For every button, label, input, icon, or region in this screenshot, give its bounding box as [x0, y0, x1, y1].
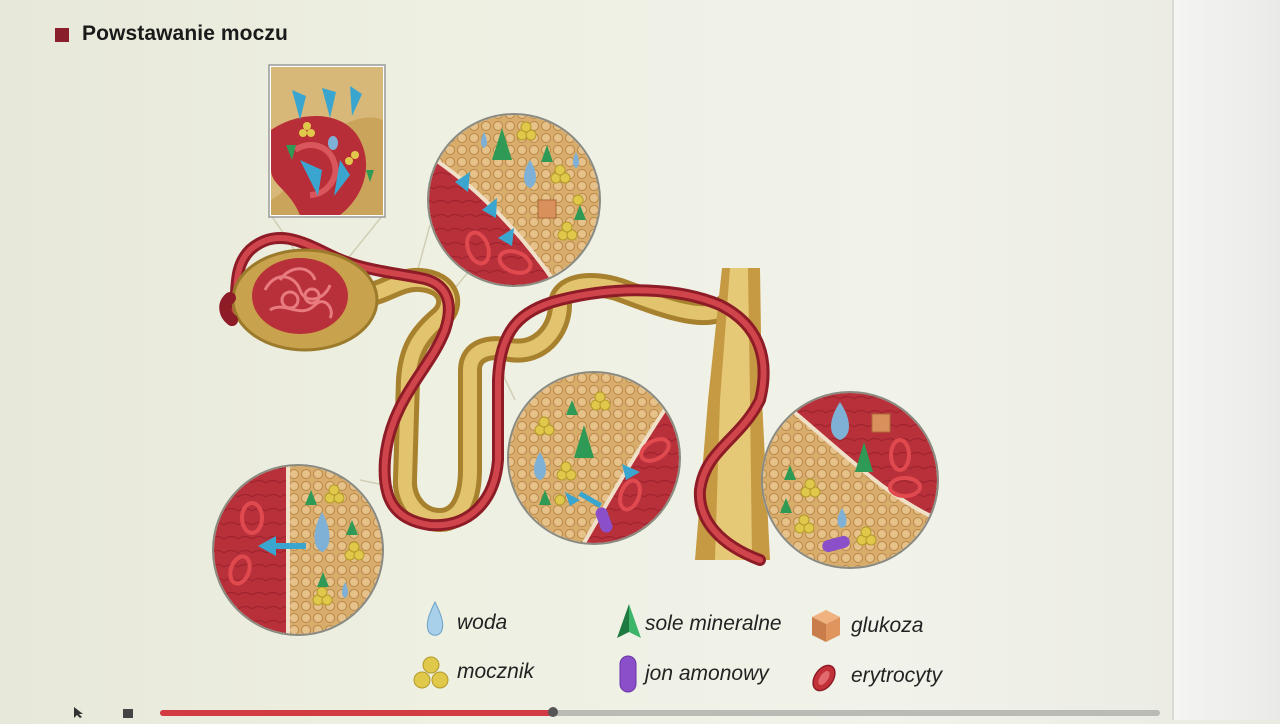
video-progress-bar[interactable] — [160, 707, 1160, 717]
water-drop-icon — [426, 600, 444, 636]
magnifier-loop-descending — [212, 464, 384, 636]
volume-icon[interactable] — [122, 705, 134, 723]
legend-label-erytrocyty: erytrocyty — [851, 664, 943, 687]
magnifier-proximal-tubule — [427, 113, 601, 287]
magnifier-distal-tubule — [507, 371, 681, 545]
page-title: Powstawanie moczu — [82, 22, 288, 45]
legend-label-mocznik: mocznik — [457, 660, 535, 683]
mineral-salt-pyramid-icon — [617, 604, 641, 638]
monitor-edge — [1172, 0, 1280, 720]
ammonium-ion-capsule-icon — [619, 655, 637, 693]
inset-glomerulus-detail — [268, 64, 386, 218]
urea-granules-icon — [413, 656, 449, 689]
legend-label-woda: woda — [457, 611, 508, 634]
magnifier-collecting-duct — [761, 391, 939, 569]
title-bullet-icon — [55, 28, 69, 42]
glucose-cube-icon — [812, 610, 840, 642]
glomerulus — [219, 248, 379, 352]
legend-label-glukoza: glukoza — [851, 614, 924, 637]
video-progress-knob[interactable] — [548, 707, 558, 717]
page-title-group: Powstawanie moczu — [55, 22, 288, 46]
cursor-icon — [72, 705, 86, 724]
video-progress-fill — [160, 710, 553, 716]
legend-label-sole-mineralne: sole mineralne — [645, 612, 782, 635]
erythrocyte-icon — [812, 664, 836, 692]
legend-label-jon-amonowy: jon amonowy — [645, 662, 769, 685]
